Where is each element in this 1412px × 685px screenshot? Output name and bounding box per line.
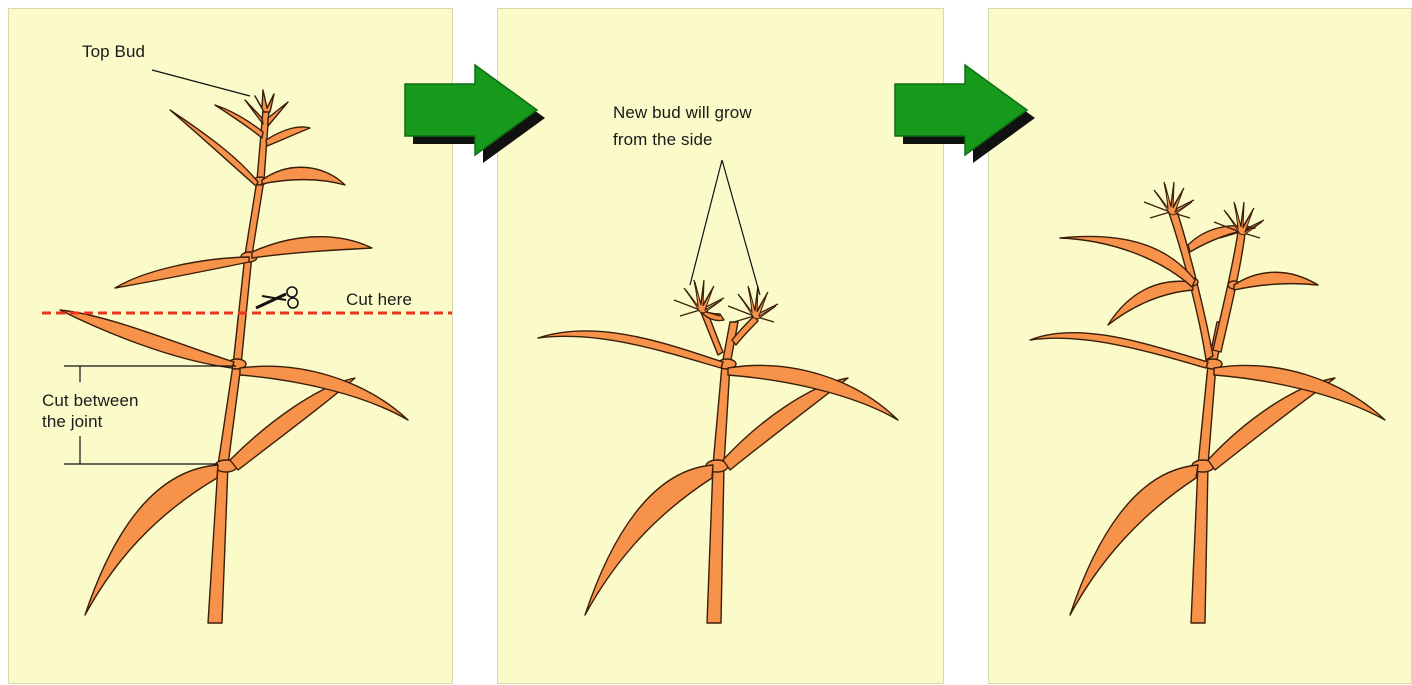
- cut-between-label-line1: Cut between: [42, 390, 139, 411]
- new-bud-left-grown: [1144, 182, 1194, 218]
- new-bud-right: [728, 286, 778, 322]
- plant-regrown: [1030, 208, 1385, 623]
- arrow-right-icon: [895, 65, 1035, 163]
- scissors-icon: [256, 287, 298, 308]
- new-bud-label-line1: New bud will grow: [613, 102, 752, 123]
- top-bud-pointer: [152, 70, 250, 96]
- plant-pruned: [538, 308, 898, 623]
- cut-between-label-line2: the joint: [42, 411, 102, 432]
- cut-here-label: Cut here: [346, 289, 412, 310]
- new-bud-pointers: [690, 160, 760, 295]
- plant-full: [60, 90, 408, 623]
- new-bud-label-line2: from the side: [613, 129, 713, 150]
- new-bud-left: [674, 280, 724, 316]
- top-bud-label: Top Bud: [82, 41, 145, 62]
- arrow-right-icon: [405, 65, 545, 163]
